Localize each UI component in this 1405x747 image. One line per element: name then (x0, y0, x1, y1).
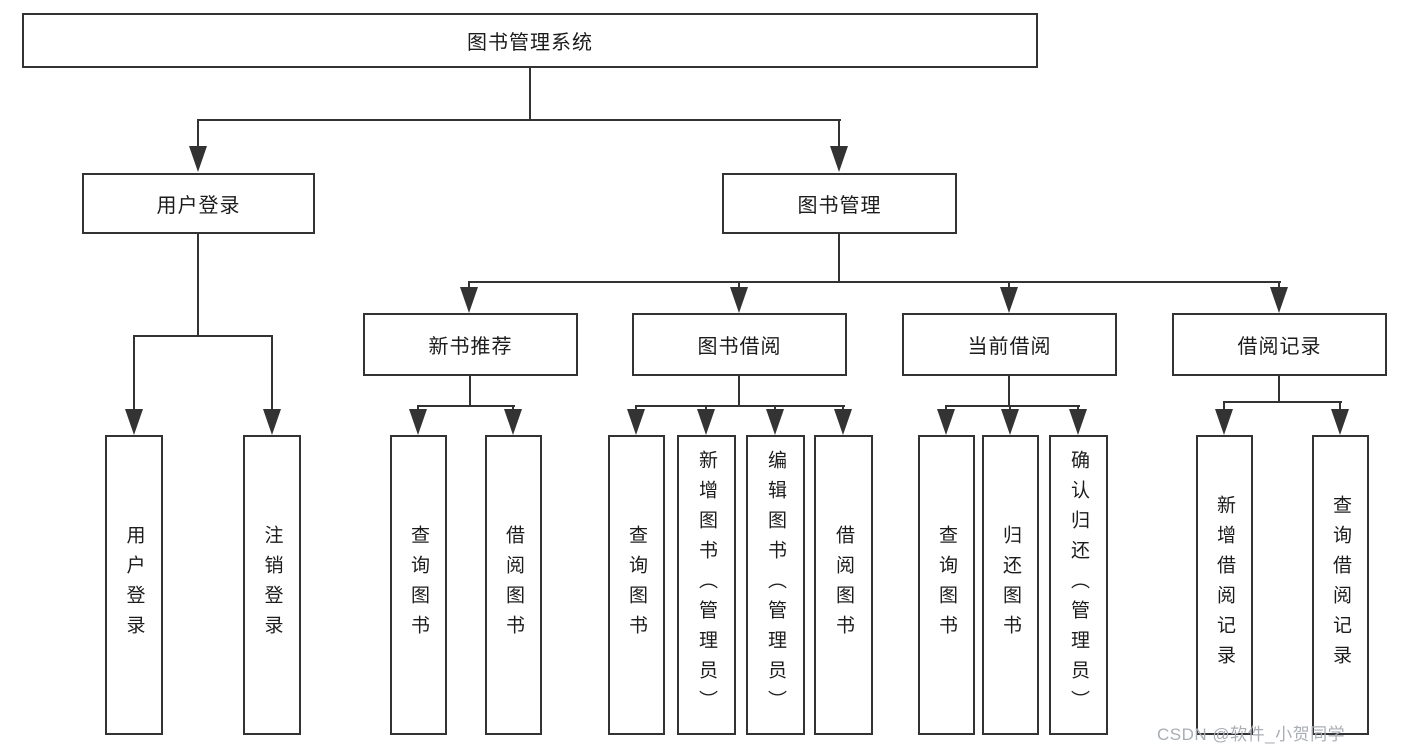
connector-records-trunk (1278, 376, 1280, 403)
node-label: 查询图书 (936, 525, 957, 645)
node-label: 归还图书 (1000, 525, 1021, 645)
connector-book-management-span (469, 281, 1281, 283)
connector-drop-leaf (1223, 401, 1225, 413)
node-book-management-branch: 图书管理 (722, 173, 957, 234)
arrow-down-icon (834, 409, 852, 435)
connector-drop-book-management (838, 119, 840, 150)
node-logout-login: 注销登录 (243, 435, 301, 735)
connector-user-login-trunk (197, 234, 199, 337)
connector-recommendation-trunk (469, 376, 471, 407)
node-label: 查询图书 (626, 525, 647, 645)
connector-root-span (197, 119, 841, 121)
node-label: 新增借阅记录 (1214, 495, 1235, 675)
node-label: 编辑图书（管理员） (765, 450, 786, 720)
connector-current-trunk (1008, 376, 1010, 407)
node-library-management-system: 图书管理系统 (22, 13, 1038, 68)
arrow-down-icon (504, 409, 522, 435)
node-label: 借阅图书 (503, 525, 524, 645)
node-label: 图书管理系统 (467, 32, 593, 54)
node-label: 新书推荐 (428, 336, 513, 358)
arrow-down-icon (409, 409, 427, 435)
node-add-books-admin: 新增图书（管理员） (677, 435, 736, 735)
connector-book-management-trunk (838, 234, 840, 283)
connector-borrowing-trunk (738, 376, 740, 407)
node-user-login: 用户登录 (105, 435, 163, 735)
node-label: 查询图书 (408, 525, 429, 645)
arrow-down-icon (1069, 409, 1087, 435)
connector-root-trunk (529, 68, 531, 121)
arrow-down-icon (1331, 409, 1349, 435)
node-user-login-branch: 用户登录 (82, 173, 315, 234)
arrow-down-icon (627, 409, 645, 435)
node-query-books-current: 查询图书 (918, 435, 975, 735)
node-borrow-books-borrowing: 借阅图书 (814, 435, 873, 735)
arrow-down-icon (125, 409, 143, 435)
arrow-down-icon (730, 287, 748, 313)
node-label: 用户登录 (156, 195, 241, 217)
arrow-down-icon (189, 146, 207, 172)
connector-recommendation-span (417, 405, 515, 407)
arrow-down-icon (937, 409, 955, 435)
node-label: 用户登录 (123, 525, 145, 645)
arrow-down-icon (1000, 287, 1018, 313)
node-label: 借阅图书 (833, 525, 854, 645)
node-label: 借阅记录 (1237, 336, 1322, 358)
arrow-down-icon (1215, 409, 1233, 435)
node-label: 图书借阅 (697, 336, 782, 358)
node-current-borrowing: 当前借阅 (902, 313, 1117, 376)
node-borrowing-records: 借阅记录 (1172, 313, 1387, 376)
arrow-down-icon (766, 409, 784, 435)
node-new-book-recommendation: 新书推荐 (363, 313, 578, 376)
connector-borrowing-span (635, 405, 845, 407)
node-add-borrow-record: 新增借阅记录 (1196, 435, 1253, 735)
node-return-books: 归还图书 (982, 435, 1039, 735)
arrow-down-icon (1270, 287, 1288, 313)
node-label: 注销登录 (261, 525, 283, 645)
node-edit-books-admin: 编辑图书（管理员） (746, 435, 805, 735)
node-label: 当前借阅 (967, 336, 1052, 358)
connector-drop-leaf (271, 335, 273, 413)
arrow-down-icon (460, 287, 478, 313)
connector-user-login-span (133, 335, 273, 337)
csdn-watermark: CSDN @软件_小贺同学 (1157, 725, 1346, 744)
arrow-down-icon (1001, 409, 1019, 435)
node-query-books-borrowing: 查询图书 (608, 435, 665, 735)
arrow-down-icon (263, 409, 281, 435)
node-label: 确认归还（管理员） (1068, 450, 1089, 720)
node-borrow-books-recommend: 借阅图书 (485, 435, 542, 735)
connector-records-span (1223, 401, 1342, 403)
connector-current-span (945, 405, 1080, 407)
node-label: 新增图书（管理员） (696, 450, 717, 720)
connector-drop-user-login (197, 119, 199, 150)
connector-drop-leaf (1339, 401, 1341, 413)
node-query-borrow-record: 查询借阅记录 (1312, 435, 1369, 735)
node-confirm-return-admin: 确认归还（管理员） (1049, 435, 1108, 735)
node-label: 查询借阅记录 (1330, 495, 1351, 675)
arrow-down-icon (830, 146, 848, 172)
node-label: 图书管理 (797, 195, 882, 217)
arrow-down-icon (697, 409, 715, 435)
node-query-books-recommend: 查询图书 (390, 435, 447, 735)
connector-drop-leaf (133, 335, 135, 413)
node-book-borrowing: 图书借阅 (632, 313, 847, 376)
